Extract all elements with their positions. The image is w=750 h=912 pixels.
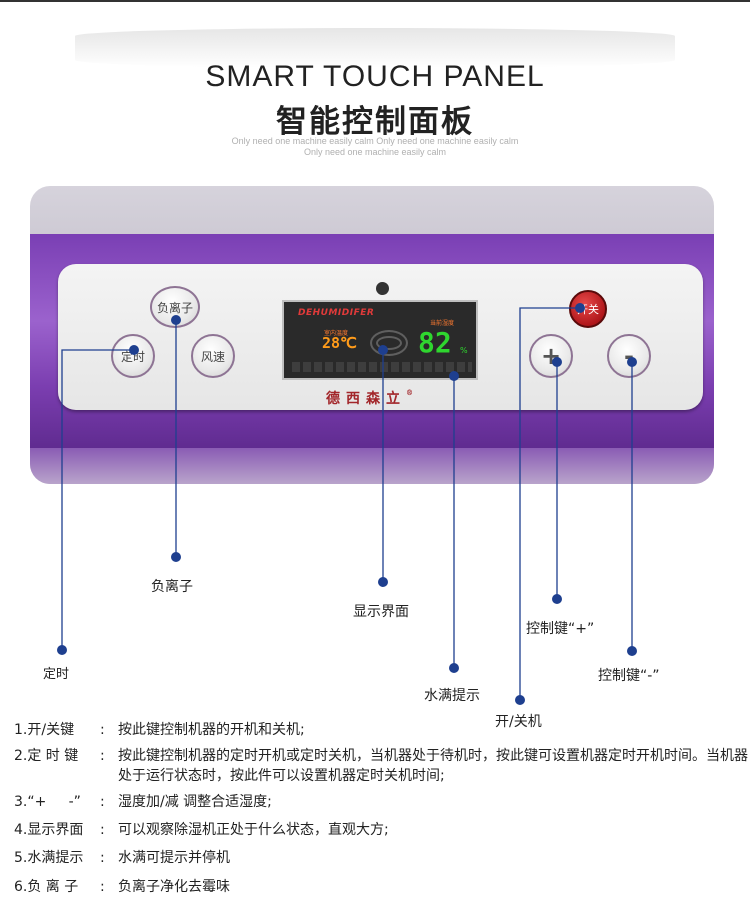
description-key: 3.“+ -” <box>14 794 81 810</box>
end-dot-anion <box>171 552 181 562</box>
end-dot-power <box>515 695 525 705</box>
description-colon: : <box>100 748 105 764</box>
description-key: 6.负 离 子 <box>14 879 79 895</box>
brand-text: 德西森立 <box>326 391 406 407</box>
lcd-temperature: 28℃ <box>322 334 357 352</box>
lcd-humidity: 82 <box>418 326 452 359</box>
callout-anion: 负离子 <box>151 579 193 595</box>
lcd-temp-label: 室内温度 <box>324 330 349 337</box>
description-colon: : <box>100 879 105 895</box>
description-value: 按此键控制机器的定时开机或定时关机，当机器处于待机时，按此键可设置机器定时开机时… <box>118 748 748 784</box>
leader-timer <box>61 349 134 650</box>
end-dot-water-full <box>449 663 459 673</box>
minus-icon: - <box>624 342 634 370</box>
description-value: 负离子净化去霉味 <box>118 879 230 895</box>
timer-button[interactable]: 定时 <box>111 334 155 378</box>
description-value: 水满可提示并停机 <box>118 850 230 866</box>
lcd-humidity-label: 当前湿度 <box>430 320 455 327</box>
anchor-dot-water-full <box>449 371 459 381</box>
lcd-display: DEHUMIDIFER 室内温度 28℃ 当前湿度 82 % <box>282 300 478 380</box>
description-colon: : <box>100 722 105 738</box>
anchor-dot-power <box>575 303 585 313</box>
description-value: 可以观察除湿机正处于什么状态，直观大方; <box>118 822 389 838</box>
callout-timer: 定时 <box>43 667 70 682</box>
description-value: 按此键控制机器的开机和关机; <box>118 722 305 738</box>
callout-water-full: 水满提示 <box>424 688 480 704</box>
callout-plus: 控制键“+” <box>526 621 595 637</box>
lcd-logo: DEHUMIDIFER <box>298 308 375 318</box>
top-border-line <box>0 0 750 2</box>
description-key: 1.开/关键 <box>14 722 75 738</box>
anchor-dot-anion <box>171 315 181 325</box>
subtitle-line-2: Only need one machine easily calm <box>303 147 447 157</box>
callout-minus: 控制键“-” <box>598 668 660 684</box>
brand-logo: 德西森立® <box>326 388 413 408</box>
description-colon: : <box>100 850 105 866</box>
end-dot-timer <box>57 645 67 655</box>
lcd-humidity-unit: % <box>460 346 468 355</box>
description-value: 湿度加/减 调整合适湿度; <box>118 794 272 810</box>
subtitle-line-1: Only need one machine easily calm Only n… <box>231 136 519 146</box>
header-shadow <box>75 28 675 68</box>
title-chinese: 智能控制面板 <box>276 104 474 140</box>
callout-display: 显示界面 <box>353 604 409 620</box>
callout-power: 开/关机 <box>495 714 542 730</box>
description-colon: : <box>100 822 105 838</box>
anchor-dot-timer <box>129 345 139 355</box>
housing-bottom-edge <box>30 448 714 484</box>
fan-speed-button[interactable]: 风速 <box>191 334 235 378</box>
description-key: 5.水满提示 <box>14 850 84 866</box>
minus-button[interactable]: - <box>607 334 651 378</box>
anchor-dot-minus <box>627 357 637 367</box>
end-dot-display <box>378 577 388 587</box>
description-key: 4.显示界面 <box>14 822 84 838</box>
end-dot-plus <box>552 594 562 604</box>
end-dot-minus <box>627 646 637 656</box>
sensor-dot <box>376 282 389 295</box>
dehumidifier-control-panel-photo: 负离子 定时 风速 开关 + - DEHUMIDIFER 室内温度 28℃ 当前… <box>30 186 714 484</box>
anchor-dot-plus <box>552 357 562 367</box>
description-key: 2.定 时 键 <box>14 748 79 764</box>
leader-power <box>519 307 580 700</box>
lcd-level-bars <box>292 362 472 372</box>
fan-swirl-icon <box>370 330 408 356</box>
description-colon: : <box>100 794 105 810</box>
anchor-dot-display <box>378 345 388 355</box>
registered-mark: ® <box>406 388 413 397</box>
title-english: SMART TOUCH PANEL <box>205 60 545 93</box>
